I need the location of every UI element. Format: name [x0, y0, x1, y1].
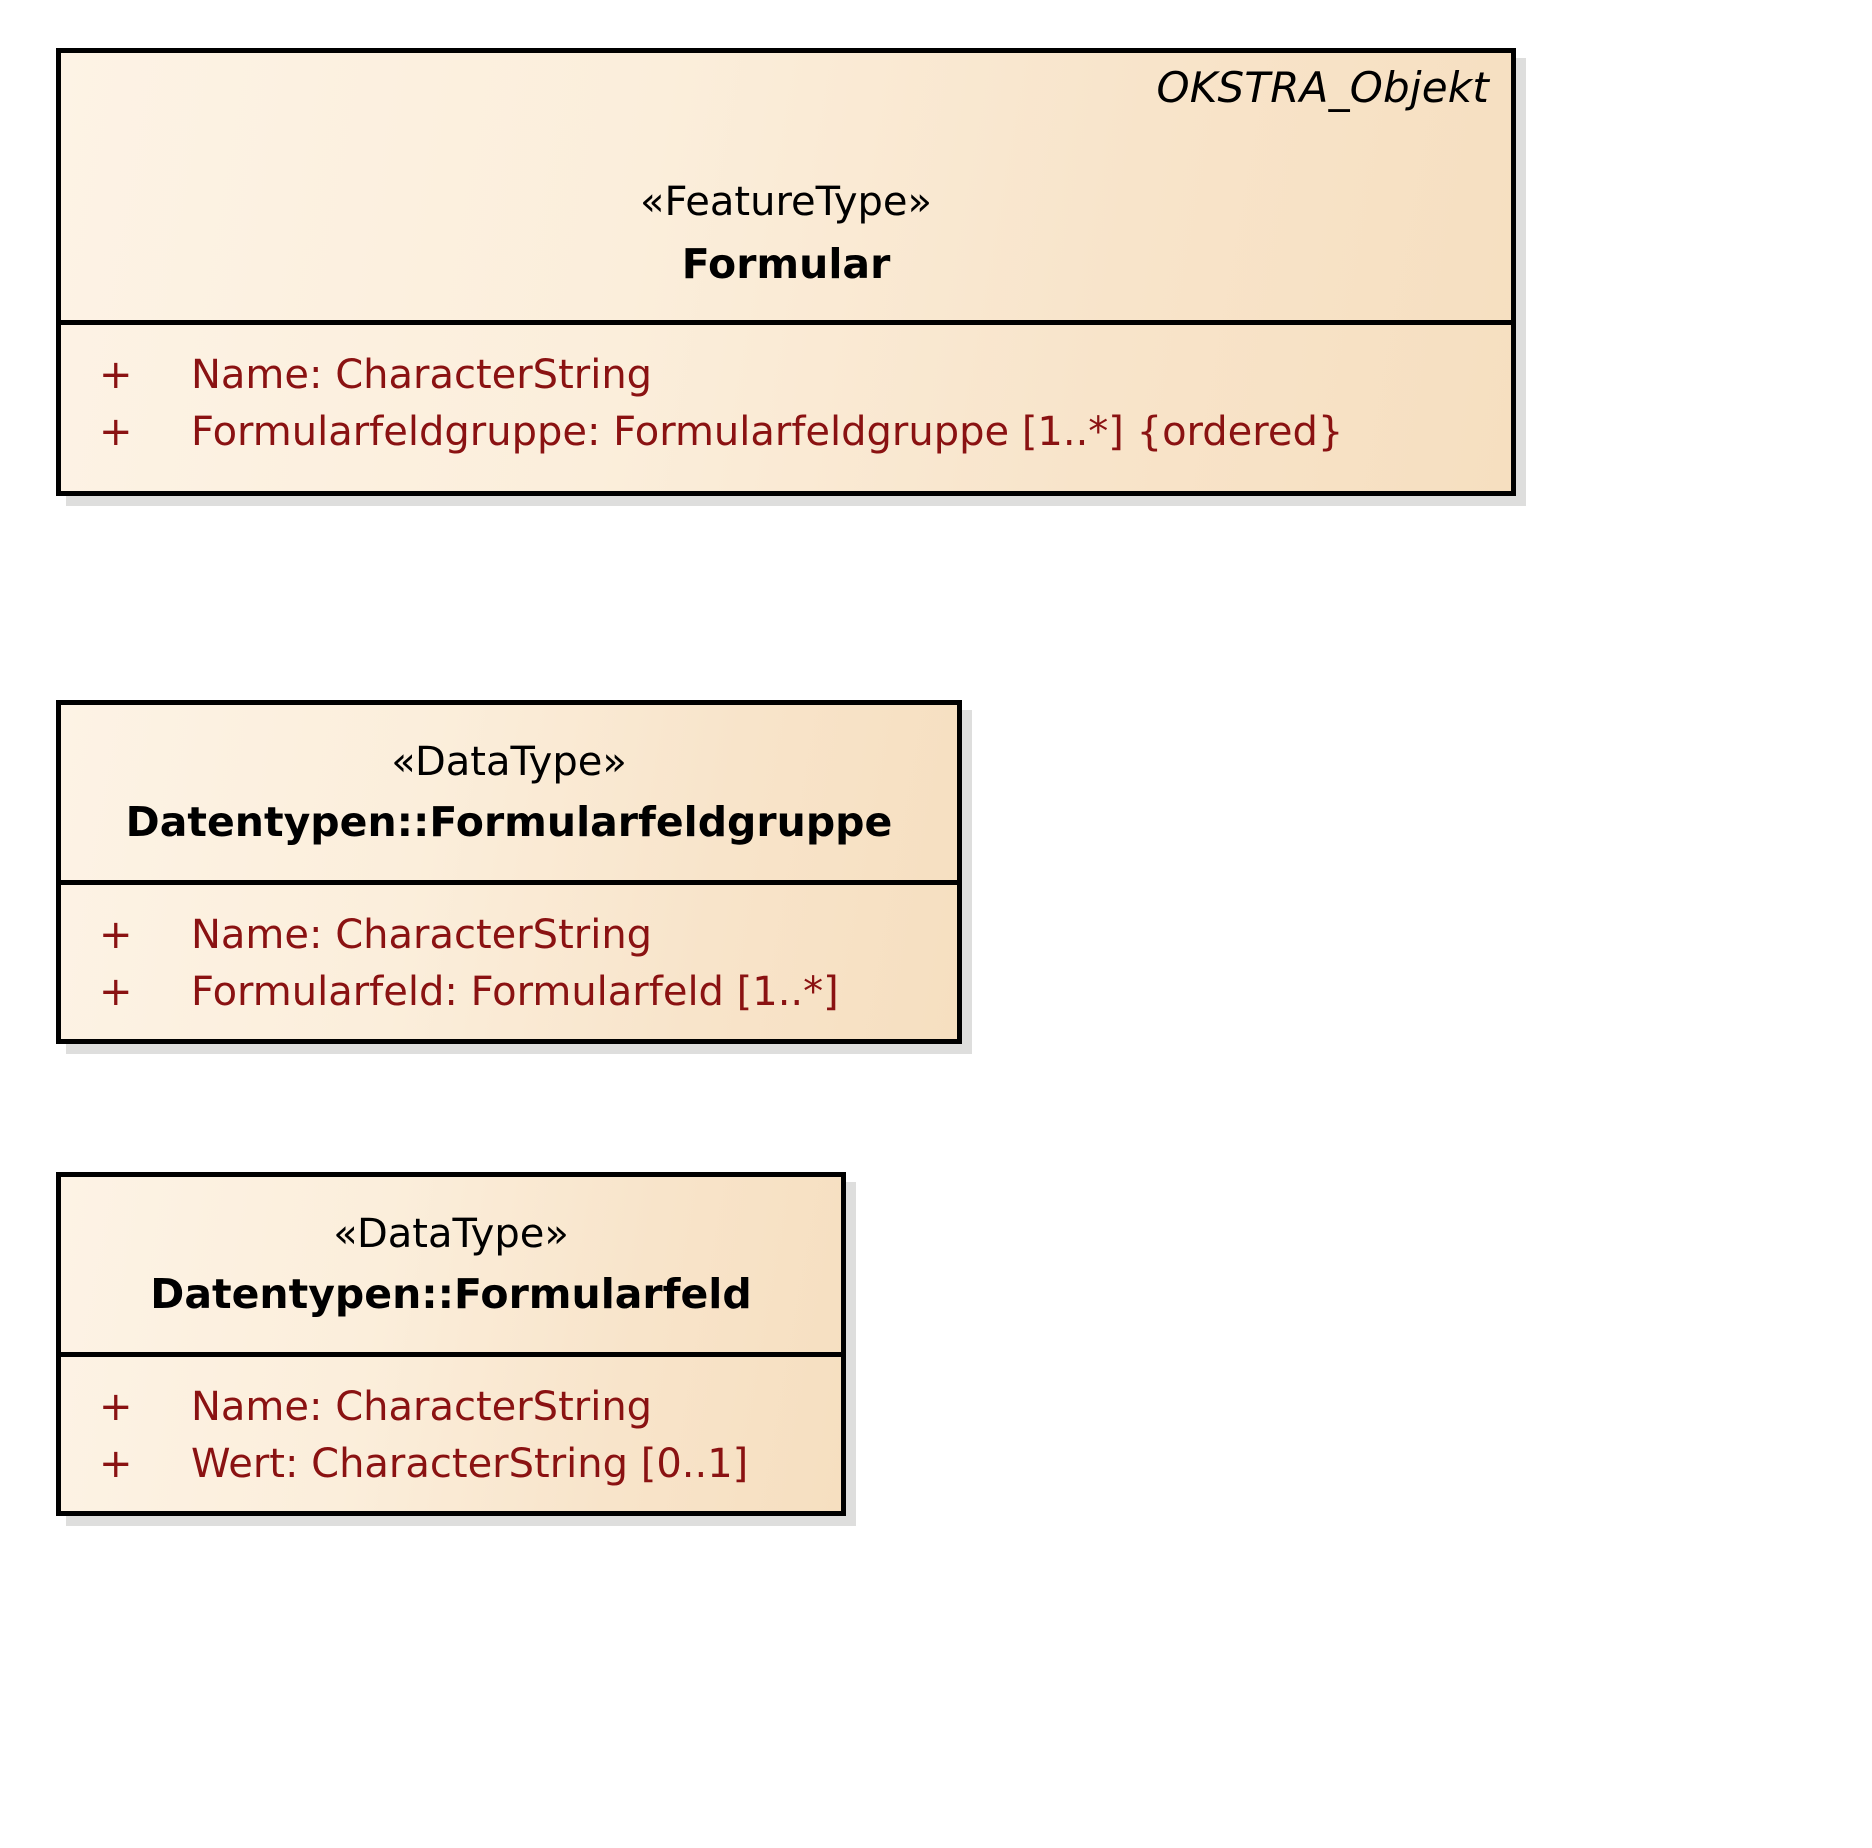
tagged-value-okstra-objekt: OKSTRA_Objekt — [1156, 63, 1489, 112]
attribute-visibility: + — [99, 1440, 133, 1487]
class-attributes-formularfeld: + Name: CharacterString + Wert: Characte… — [61, 1357, 841, 1509]
class-header-formularfeld: «DataType» Datentypen::Formularfeld — [61, 1177, 841, 1357]
attribute-visibility: + — [99, 1384, 133, 1430]
attribute-row: + Name: CharacterString — [61, 907, 957, 964]
attribute-signature: Formularfeldgruppe: Formularfeldgruppe [… — [191, 408, 1344, 455]
attribute-row: + Name: CharacterString — [61, 347, 1511, 404]
class-attributes-formularfeldgruppe: + Name: CharacterString + Formularfeld: … — [61, 885, 957, 1037]
class-title: Datentypen::Formularfeld — [150, 1270, 752, 1319]
class-title: Formular — [681, 240, 891, 289]
class-stereotype: «DataType» — [333, 1211, 569, 1257]
attribute-visibility: + — [99, 352, 133, 398]
attribute-signature: Name: CharacterString — [191, 912, 653, 958]
class-header-formular: OKSTRA_Objekt «FeatureType» Formular — [61, 53, 1511, 325]
attribute-signature: Name: CharacterString — [191, 352, 653, 398]
attribute-row: + Wert: CharacterString [0..1] — [61, 1436, 841, 1493]
attribute-row: + Formularfeld: Formularfeld [1..*] — [61, 964, 957, 1021]
uml-class-formular[interactable]: OKSTRA_Objekt «FeatureType» Formular + N… — [56, 48, 1516, 496]
uml-class-formularfeld[interactable]: «DataType» Datentypen::Formularfeld + Na… — [56, 1172, 846, 1516]
class-attributes-formular: + Name: CharacterString + Formularfeldgr… — [61, 325, 1511, 477]
attribute-signature: Formularfeld: Formularfeld [1..*] — [191, 968, 839, 1015]
attribute-visibility: + — [99, 968, 133, 1015]
uml-class-formularfeldgruppe[interactable]: «DataType» Datentypen::Formularfeldgrupp… — [56, 700, 962, 1044]
attribute-row: + Formularfeldgruppe: Formularfeldgruppe… — [61, 404, 1511, 461]
class-stereotype: «FeatureType» — [640, 179, 932, 225]
attribute-row: + Name: CharacterString — [61, 1379, 841, 1436]
attribute-signature: Name: CharacterString — [191, 1384, 653, 1430]
class-header-formularfeldgruppe: «DataType» Datentypen::Formularfeldgrupp… — [61, 705, 957, 885]
attribute-visibility: + — [99, 912, 133, 958]
attribute-visibility: + — [99, 408, 133, 455]
class-stereotype: «DataType» — [391, 739, 627, 785]
class-title: Datentypen::Formularfeldgruppe — [125, 798, 893, 847]
attribute-signature: Wert: CharacterString [0..1] — [191, 1440, 749, 1487]
